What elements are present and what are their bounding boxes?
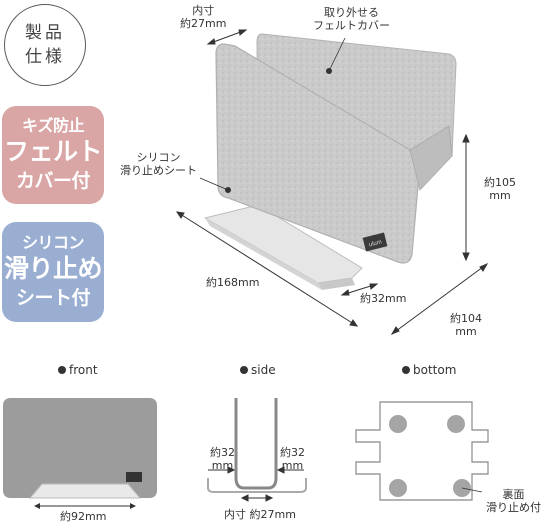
felt-badge-line3: カバー付 (15, 170, 91, 192)
bottom-title-text: bottom (413, 363, 457, 377)
inner-width-label-b: 約27mm (180, 17, 227, 30)
side-inner-dim-a: 内寸 (224, 508, 246, 521)
depth-label-a: 約104 (450, 312, 482, 325)
silicon-sheet-label-b: 滑り止めシート (120, 164, 197, 177)
silicone-base (203, 204, 363, 290)
bottom-view (355, 401, 489, 501)
side-right-dim-a: 約32 (280, 446, 305, 459)
depth-label-b: mm (455, 325, 477, 338)
height-label-a: 約105 (484, 176, 516, 189)
bottom-section-title: bottom (402, 363, 456, 377)
felt-side-gusset (409, 125, 453, 191)
side-left-dim-a: 約32 (210, 446, 235, 459)
side-right-dim: 約32 mm (280, 446, 305, 472)
inner-width-label-a: 内寸 (192, 4, 215, 17)
dimension-arrows (175, 29, 489, 336)
side-left-dim-b: mm (211, 459, 234, 472)
side-title-text: side (251, 363, 276, 377)
height-label: 約105 mm (484, 176, 516, 202)
side-section-title: side (240, 363, 276, 377)
silicon-sheet-label: シリコン 滑り止めシート (120, 151, 197, 177)
side-left-dim: 約32 mm (210, 446, 235, 472)
front-section-title: front (58, 363, 98, 377)
front-width-label: 約92mm (60, 510, 107, 523)
side-inner-dim: 内寸 約27mm (224, 508, 296, 521)
felt-badge-line2: フェルト (3, 137, 103, 166)
spec-line2: 仕様 (25, 47, 65, 67)
felt-badge-line1: キズ防止 (21, 116, 85, 135)
felt-cover-label: 取り外せる フェルトカバー (313, 6, 390, 32)
silicon-badge-line2: 滑り止め (3, 254, 103, 283)
bottom-note-a: 裏面 (502, 488, 525, 501)
felt-cover-label-a: 取り外せる (324, 6, 379, 19)
height-label-b: mm (489, 189, 511, 202)
bullet-icon (402, 366, 410, 374)
product-logo-text: ulum (368, 239, 382, 248)
width32-label: 約32mm (360, 292, 407, 305)
bullet-icon (240, 366, 248, 374)
felt-cover-badge: キズ防止 フェルト カバー付 (2, 106, 104, 204)
spec-line1: 製品 (25, 23, 65, 43)
depth-label: 約104 mm (450, 312, 482, 338)
silicon-badge-line3: シート付 (15, 287, 91, 309)
spec-badge: 製品 仕様 (4, 4, 86, 86)
front-title-text: front (69, 363, 98, 377)
silicon-sheet-badge: シリコン 滑り止め シート付 (2, 222, 104, 322)
felt-cover-label-b: フェルトカバー (313, 19, 390, 32)
side-inner-dim-b: 約27mm (249, 508, 296, 521)
inner-width-label: 内寸 約27mm (180, 4, 226, 30)
front-view (3, 398, 157, 509)
bottom-note-b: 滑り止め付 (486, 501, 541, 514)
bullet-icon (58, 366, 66, 374)
side-view (207, 398, 307, 493)
silicon-sheet-label-a: シリコン (136, 151, 181, 164)
side-right-dim-b: mm (281, 459, 304, 472)
length-label: 約168mm (206, 276, 260, 289)
silicon-badge-line1: シリコン (21, 233, 85, 252)
bottom-note: 裏面 滑り止め付 (486, 488, 541, 514)
side-view-arrows (208, 466, 304, 502)
product-logo-tab (362, 232, 388, 252)
